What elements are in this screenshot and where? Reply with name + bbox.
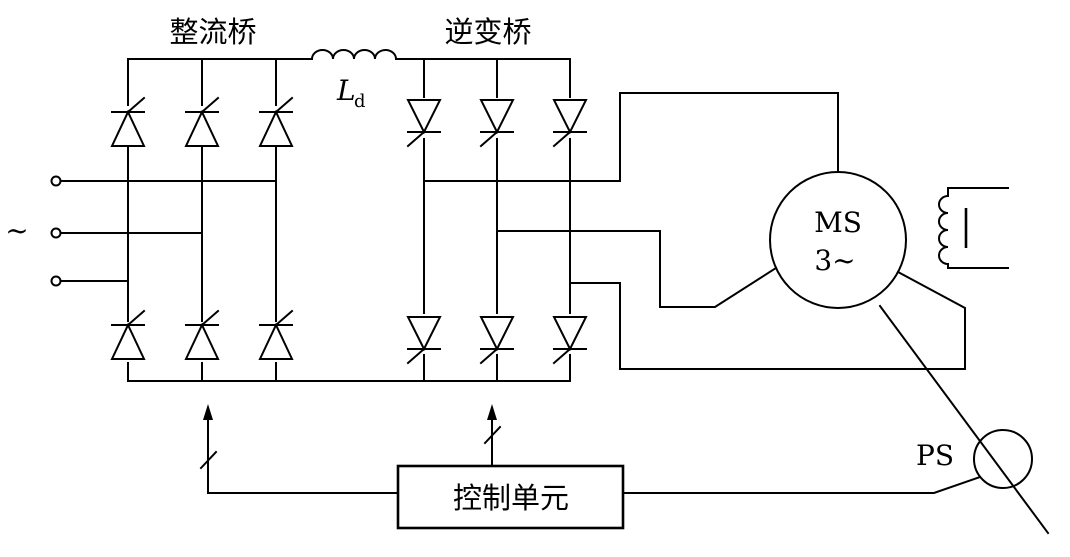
- motor-icon: [769, 171, 907, 309]
- ac-source-symbol: ~: [5, 214, 28, 247]
- inverter-thyristors: [406, 98, 588, 365]
- ac-input: [50, 175, 277, 287]
- thyristor-icon: [184, 309, 220, 362]
- terminal-icon: [50, 275, 62, 287]
- thyristor-icon: [258, 96, 294, 147]
- thyristor-icon: [110, 96, 146, 147]
- control-unit-label: 控制单元: [453, 481, 569, 515]
- thyristor-icon: [258, 309, 294, 362]
- inverter-output-wiring: [423, 92, 966, 370]
- inductor-ld-symbol: [310, 49, 398, 61]
- motor-label-ms: MS: [814, 206, 862, 239]
- field-coil-icon: [938, 194, 950, 266]
- position-sensor-icon: [973, 429, 1033, 489]
- bus-slash-icon: [483, 425, 502, 445]
- inductor-label: L: [336, 74, 356, 107]
- thyristor-icon: [406, 98, 442, 148]
- position-sensor: [878, 304, 1050, 535]
- terminal-icon: [50, 175, 62, 187]
- rectifier-bridge-label: 整流桥: [169, 15, 256, 49]
- thyristor-icon: [479, 314, 515, 365]
- thyristor-icon: [552, 98, 588, 148]
- thyristor-icon: [479, 98, 515, 148]
- control-unit-box: [396, 464, 625, 530]
- inductor-subscript: d: [354, 91, 366, 112]
- rectifier-thyristors: [110, 96, 294, 362]
- synchronous-motor: [769, 171, 907, 309]
- terminal-icon: [50, 227, 62, 239]
- shaft-line: [878, 304, 1050, 535]
- thyristor-icon: [406, 314, 442, 365]
- control-unit: [199, 404, 982, 530]
- thyristor-icon: [552, 314, 588, 365]
- bus-slash-icon: [199, 450, 218, 470]
- motor-label-phases: 3~: [814, 244, 855, 277]
- inverter-bridge-label: 逆变桥: [444, 15, 531, 49]
- position-sensor-label: PS: [916, 439, 954, 472]
- arrow-up-icon: [487, 404, 497, 420]
- field-winding: [938, 187, 1009, 269]
- thyristor-icon: [110, 309, 146, 362]
- arrow-up-icon: [203, 404, 213, 420]
- thyristor-icon: [184, 96, 220, 147]
